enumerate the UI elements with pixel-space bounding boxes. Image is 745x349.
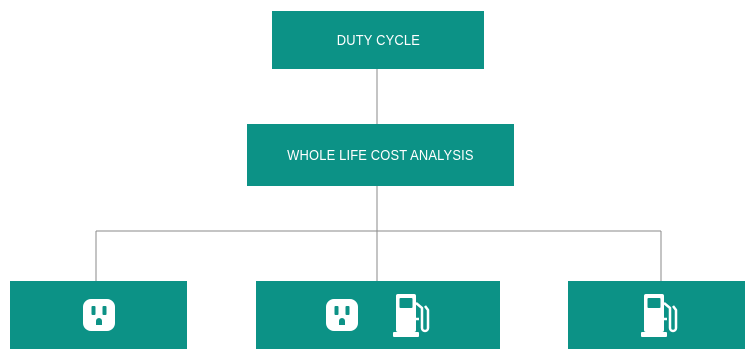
hybrid-option-box [256, 281, 500, 349]
fuel-pump-icon [393, 291, 431, 339]
electric-outlet-icon [82, 298, 116, 332]
electric-option-box [10, 281, 187, 349]
fuel-option-box [568, 281, 745, 349]
electric-outlet-icon [325, 298, 359, 332]
duty-cycle-box: DUTY CYCLE [272, 11, 484, 69]
whole-life-cost-analysis-box: WHOLE LIFE COST ANALYSIS [247, 124, 514, 186]
whole-life-cost-analysis-label: WHOLE LIFE COST ANALYSIS [287, 146, 474, 164]
fuel-pump-icon [641, 291, 679, 339]
duty-cycle-label: DUTY CYCLE [336, 31, 420, 49]
